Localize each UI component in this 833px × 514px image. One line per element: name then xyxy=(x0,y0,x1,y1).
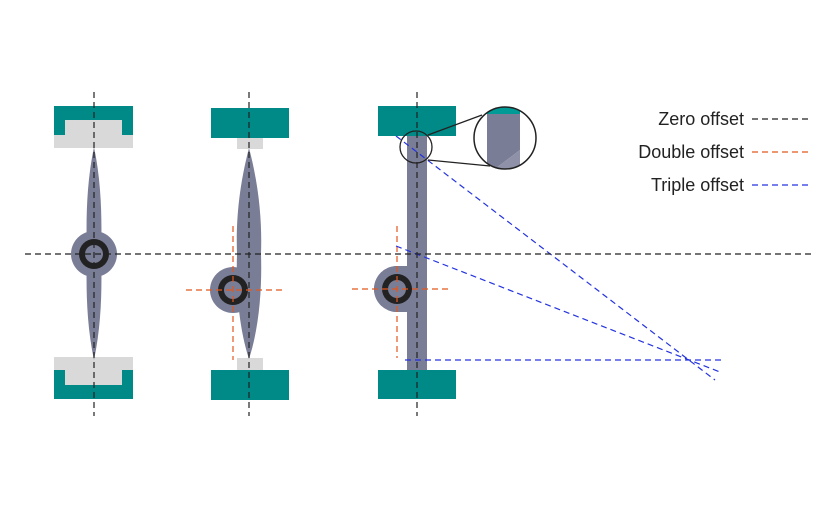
seat-liner xyxy=(237,137,263,149)
triple-cone-lines xyxy=(395,135,724,381)
legend-label-triple: Triple offset xyxy=(650,175,744,195)
legend-label-double: Double offset xyxy=(638,142,744,162)
legend-swatches xyxy=(752,118,808,186)
seat-body xyxy=(54,370,133,399)
double-bottom-seat xyxy=(211,370,289,400)
seat-body xyxy=(54,106,133,135)
zero-offset-valve xyxy=(54,92,133,416)
double-top-seat xyxy=(211,108,289,138)
seat-liner xyxy=(237,358,263,370)
legend-label-zero: Zero offset xyxy=(658,109,744,129)
